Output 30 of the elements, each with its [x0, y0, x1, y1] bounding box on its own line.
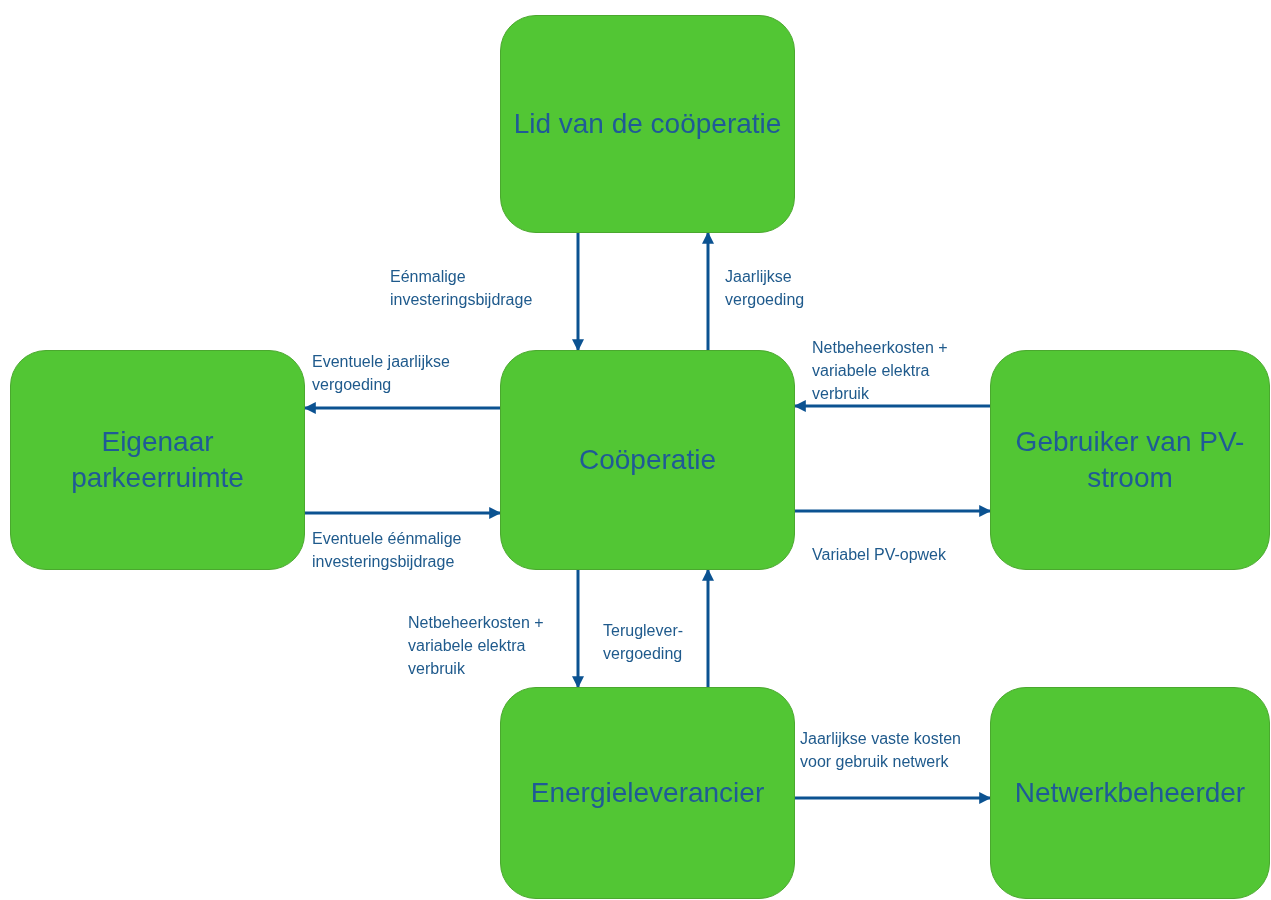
- arrow: [305, 507, 502, 519]
- rounded-box: [990, 350, 1270, 570]
- node-label: Coöperatie: [579, 443, 716, 477]
- rounded-box: [990, 687, 1270, 899]
- edge-label: Variabel PV-opwek: [812, 545, 947, 565]
- arrow: [795, 505, 992, 517]
- rounded-box: [500, 350, 795, 570]
- arrow: [572, 570, 584, 689]
- rounded-box: [500, 687, 795, 899]
- arrow: [303, 402, 500, 414]
- arrow: [793, 400, 990, 412]
- edge-label: Eénmalige investeringsbijdrage: [390, 267, 534, 310]
- node-label: Lid van de coöperatie: [513, 107, 782, 141]
- node-label: Gebruiker van PV-stroom: [1014, 425, 1246, 495]
- edge-label: Eventuele éénmalige investeringsbijdrage: [312, 529, 463, 572]
- node-label: Eigenaar parkeerruimte: [70, 425, 245, 495]
- edge-label: Teruglever- vergoeding: [603, 621, 685, 664]
- arrow: [702, 568, 714, 687]
- edge-label: Eventuele jaarlijkse vergoeding: [312, 352, 451, 395]
- arrow: [795, 792, 992, 804]
- rounded-box: [10, 350, 305, 570]
- node-label: Netwerkbeheerder: [1014, 776, 1246, 810]
- node-label: Energieleverancier: [530, 776, 765, 810]
- edge-label: Netbeheerkosten + variabele elektra verbruik: [812, 338, 949, 404]
- arrow: [572, 233, 584, 352]
- arrow: [702, 231, 714, 350]
- edge-label: Netbeheerkosten + variabele elektra verbruik: [408, 613, 545, 679]
- edge-label: Jaarlijkse vergoeding: [725, 267, 806, 310]
- rounded-box: [500, 15, 795, 233]
- edge-label: Jaarlijkse vaste kosten voor gebruik netwerk: [800, 729, 962, 772]
